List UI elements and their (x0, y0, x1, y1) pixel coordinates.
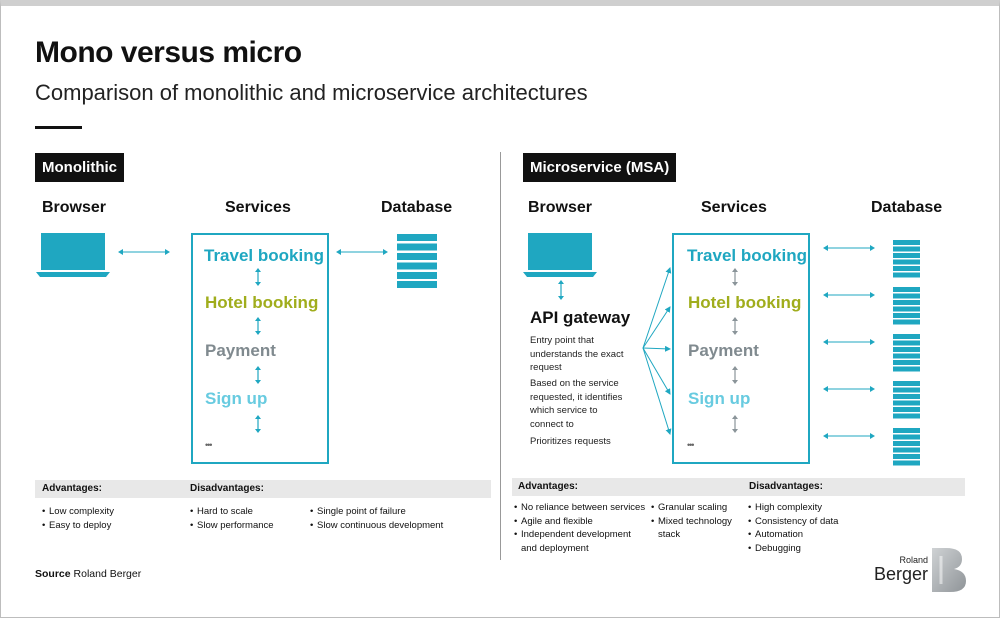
roland-berger-logo: Roland Berger (858, 555, 928, 584)
list-item: Consistency of data (748, 515, 868, 529)
service-travel-booking: Travel booking (687, 246, 807, 265)
service-payment: Payment (205, 341, 276, 360)
double-arrow-icon (823, 339, 875, 345)
logo-b-icon (932, 548, 966, 592)
list-item: Slow continuous development (310, 519, 490, 533)
msa-services-box: Travel booking Hotel booking Payment Sig… (672, 233, 810, 464)
database-icon (893, 428, 920, 466)
api-gateway-desc-2: Based on the service requested, it ident… (530, 378, 623, 430)
mono-disadvantages-list-1: Hard to scale Slow performance (190, 505, 310, 532)
database-icon (893, 287, 920, 325)
list-item: Granular scaling (651, 501, 741, 515)
database-icon (893, 334, 920, 372)
service-payment: Payment (688, 341, 759, 360)
logo-line-1: Roland (899, 555, 928, 565)
logo-line-2: Berger (873, 564, 928, 584)
laptop-icon (36, 233, 110, 277)
mono-advantages-list: Low complexity Easy to deploy (42, 505, 182, 532)
list-item: Easy to deploy (42, 519, 182, 533)
database-icon (893, 381, 920, 419)
mono-services-label: Services (225, 199, 291, 216)
service-hotel-booking: Hotel booking (205, 293, 319, 312)
source-label: Source (35, 568, 71, 580)
list-item: Debugging (748, 542, 868, 556)
list-item: Mixed technology stack (651, 515, 741, 542)
list-item: Slow performance (190, 519, 310, 533)
page-title: Mono versus micro (35, 36, 302, 69)
double-arrow-icon (118, 249, 170, 255)
api-gateway-desc-1: Entry point that understands the exact r… (530, 335, 624, 373)
vertical-arrow-icon (732, 415, 738, 433)
mono-disadvantages-label: Disadvantages: (190, 483, 264, 494)
microservice-tag: Microservice (MSA) (523, 153, 677, 182)
list-item: Hard to scale (190, 505, 310, 519)
database-icon (893, 240, 920, 278)
msa-disadvantages-list: High complexity Consistency of data Auto… (748, 501, 868, 555)
fan-arrows-icon (642, 267, 672, 435)
service-hotel-booking: Hotel booking (688, 293, 802, 312)
mono-services-box: Travel booking Hotel booking Payment Sig… (191, 233, 329, 464)
list-item: Automation (748, 528, 868, 542)
vertical-arrow-icon (255, 317, 261, 335)
vertical-arrow-icon (732, 366, 738, 384)
msa-database-label: Database (871, 199, 943, 216)
page-subtitle: Comparison of monolithic and microservic… (35, 80, 588, 105)
msa-pros-cons-bar (512, 478, 965, 496)
service-travel-booking: Travel booking (204, 246, 324, 265)
laptop-icon (523, 233, 597, 277)
list-item: Independent development and deployment (514, 528, 646, 555)
double-arrow-icon (823, 433, 875, 439)
mono-pros-cons-bar (35, 480, 491, 498)
source-note: Source Roland Berger (35, 568, 141, 580)
msa-advantages-list-2: Granular scaling Mixed technology stack (651, 501, 741, 542)
vertical-arrow-icon (255, 415, 261, 433)
title-rule (35, 126, 82, 129)
msa-advantages-label: Advantages: (518, 481, 579, 492)
double-arrow-icon (823, 292, 875, 298)
mono-browser-label: Browser (42, 199, 107, 216)
list-item: High complexity (748, 501, 868, 515)
double-arrow-icon (823, 386, 875, 392)
list-item: No reliance between services (514, 501, 646, 515)
vertical-arrow-icon (558, 280, 564, 300)
api-gateway-title: API gateway (530, 308, 631, 327)
double-arrow-icon (336, 249, 388, 255)
double-arrow-icon (823, 245, 875, 251)
msa-browser-label: Browser (528, 199, 593, 216)
source-text: Roland Berger (73, 568, 142, 580)
msa-disadvantages-label: Disadvantages: (749, 481, 823, 492)
service-sign-up: Sign up (688, 389, 751, 408)
list-item: Low complexity (42, 505, 182, 519)
monolithic-tag: Monolithic (35, 153, 124, 182)
center-divider (500, 152, 501, 560)
vertical-arrow-icon (732, 268, 738, 286)
msa-services-label: Services (701, 199, 767, 216)
mono-advantages-label: Advantages: (42, 483, 103, 494)
vertical-arrow-icon (255, 366, 261, 384)
database-icon (397, 234, 437, 288)
services-ellipsis: ••• (687, 440, 695, 450)
vertical-arrow-icon (732, 317, 738, 335)
services-ellipsis: ••• (205, 440, 213, 450)
mono-database-label: Database (381, 199, 453, 216)
service-sign-up: Sign up (205, 389, 268, 408)
list-item: Single point of failure (310, 505, 490, 519)
msa-advantages-list-1: No reliance between services Agile and f… (514, 501, 646, 555)
vertical-arrow-icon (255, 268, 261, 286)
list-item: Agile and flexible (514, 515, 646, 529)
api-gateway-desc-3: Prioritizes requests (530, 436, 611, 447)
mono-disadvantages-list-2: Single point of failure Slow continuous … (310, 505, 490, 532)
